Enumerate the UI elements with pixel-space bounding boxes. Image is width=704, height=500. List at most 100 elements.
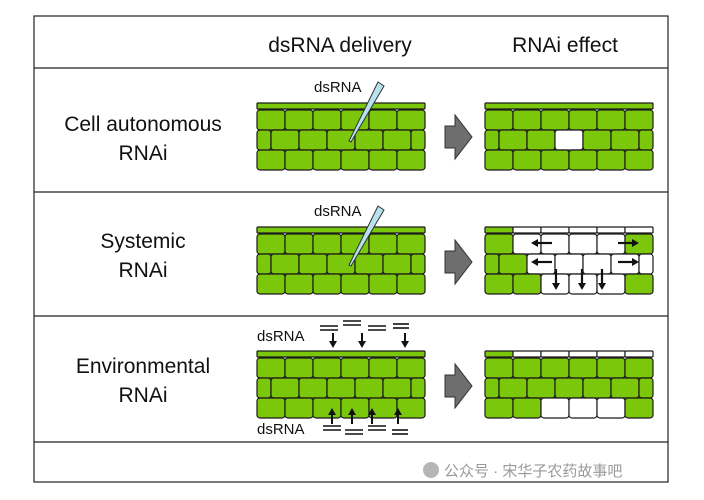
row1-delivery-cell (368, 149, 398, 171)
spread-arrowhead (552, 283, 560, 290)
dsrna-arrow-up-head (328, 408, 336, 415)
row1-effect-cell (568, 109, 598, 131)
row3-effect-cell (526, 377, 556, 399)
row3-delivery-cell (312, 397, 342, 419)
row1-delivery-cell (256, 109, 286, 131)
row3-effect-cell (512, 357, 542, 379)
row3-delivery-cell (368, 357, 398, 379)
row3-delivery-cell (256, 397, 286, 419)
row1-effect-cell (624, 109, 654, 131)
row2-effect-surface-strip (596, 226, 626, 234)
row2-delivery-cell (340, 273, 370, 295)
row3-delivery-cell (284, 397, 314, 419)
row2-effect-cell (484, 273, 514, 295)
wechat-icon (423, 462, 439, 478)
row1-label-line2: RNAi (118, 142, 167, 165)
row2-effect-cell (582, 253, 612, 275)
row1-effect-cell (638, 129, 654, 151)
row1-effect-cell (484, 149, 514, 171)
row2-effect-surface-strip (540, 226, 570, 234)
row2-process-arrow (444, 238, 473, 286)
row2-delivery-cell (382, 253, 412, 275)
row2-effect-cell (568, 233, 598, 255)
row2-spread-arrows (531, 239, 639, 290)
row1-effect-cell (484, 129, 500, 151)
row3-effect-surface-strip (624, 350, 654, 358)
row3-delivery-cell (298, 377, 328, 399)
row3-effect-cell (484, 357, 514, 379)
row2-delivery-cell (270, 253, 300, 275)
watermark-text: 公众号 · 宋华子农药故事吧 (444, 463, 622, 480)
row1-delivery-cell (270, 129, 300, 151)
row1-effect-cell (498, 129, 528, 151)
row3-effect-cell (568, 357, 598, 379)
row2-delivery-cell (312, 233, 342, 255)
spread-arrowhead (578, 283, 586, 290)
row3-effect-cell (484, 397, 514, 419)
outer-frame (33, 15, 669, 483)
row2-delivery-cell (298, 253, 328, 275)
row3-delivery-cell (326, 377, 356, 399)
spread-arrowhead (632, 239, 639, 247)
row2-effect-cell (512, 273, 542, 295)
row1-delivery-cell (354, 129, 384, 151)
row1-delivery-cell (410, 129, 426, 151)
row2-effect-cell (484, 233, 514, 255)
row2-delivery-cell (256, 233, 286, 255)
row1-delivery-cell (312, 149, 342, 171)
row3-delivery-cell (312, 357, 342, 379)
header-dsrna-delivery: dsRNA delivery (268, 34, 412, 57)
dsrna-arrow-up-head (348, 408, 356, 415)
row2-delivery-cell (354, 253, 384, 275)
row2-delivery-cell (256, 273, 286, 295)
row3-delivery-cell (396, 397, 426, 419)
row1-delivery-cell (256, 129, 272, 151)
row3-effect-cell (540, 397, 570, 419)
row1-dsrna-label: dsRNA (314, 79, 362, 96)
row1-label-line1: Cell autonomous (64, 113, 222, 136)
row2-delivery-cell (368, 273, 398, 295)
row2-delivery-cell (410, 253, 426, 275)
row3-delivery-cell (354, 377, 384, 399)
row3-delivery-cell (410, 377, 426, 399)
dsrna-arrow-up-head (368, 408, 376, 415)
row1-effect-cell (582, 129, 612, 151)
row1-delivery-cell (256, 149, 286, 171)
dsrna-arrow-down-head (329, 341, 337, 348)
row3-effect-cell (582, 377, 612, 399)
row1-effect-cell (540, 109, 570, 131)
row3-effect-cell (596, 357, 626, 379)
tissue-grids (256, 102, 654, 419)
row2-effect-surface-strip (624, 226, 654, 234)
row3-effect-cell (638, 377, 654, 399)
row3-delivery-cell (396, 357, 426, 379)
row2-effect-cell (484, 253, 500, 275)
row3-delivery-cell (284, 357, 314, 379)
row3-delivery-cell (382, 377, 412, 399)
row3-effect-surface-strip (540, 350, 570, 358)
row2-effect-cell (526, 253, 556, 275)
row3-label-line2: RNAi (118, 384, 167, 407)
row3-effect-surface-strip (512, 350, 542, 358)
row3-effect-cell (568, 397, 598, 419)
spread-arrowhead (598, 283, 606, 290)
row1-delivery-cell (284, 109, 314, 131)
row1-effect-cell (568, 149, 598, 171)
spread-arrowhead (531, 258, 538, 266)
row1-effect-cell (624, 149, 654, 171)
row2-delivery-cell (396, 273, 426, 295)
row2-effect-cell (498, 253, 528, 275)
row3-effect-cell (554, 377, 584, 399)
row3-dsrna-label-top: dsRNA (257, 328, 305, 345)
header-rnai-effect: RNAi effect (512, 34, 618, 57)
row1-delivery-cell (284, 149, 314, 171)
row3-delivery-cell (270, 377, 300, 399)
row3-effect-cell (596, 397, 626, 419)
row1-delivery-surface-strip (256, 102, 426, 110)
row1-delivery-cell (396, 109, 426, 131)
row3-dsrna-label-bottom: dsRNA (257, 421, 305, 438)
row1-effect-cell (512, 149, 542, 171)
row3-delivery-surface-strip (256, 350, 426, 358)
row1-effect-cell (484, 109, 514, 131)
